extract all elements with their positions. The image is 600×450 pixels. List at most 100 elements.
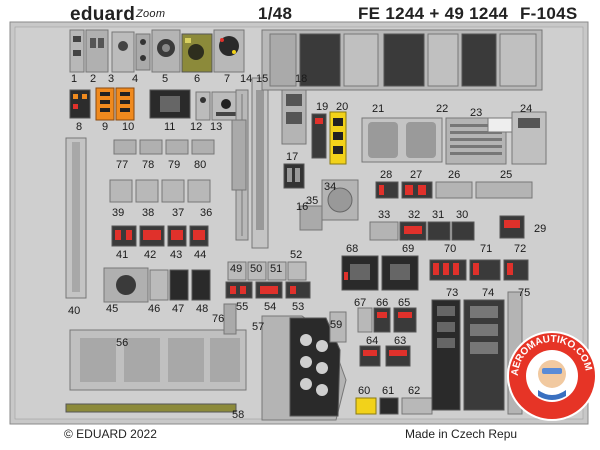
label-23: 23 bbox=[470, 107, 482, 119]
label-18: 18 bbox=[295, 73, 307, 85]
label-32: 32 bbox=[408, 209, 420, 221]
label-55: 55 bbox=[236, 301, 248, 313]
label-29: 29 bbox=[534, 223, 546, 235]
part-68 bbox=[341, 255, 379, 291]
label-35: 35 bbox=[306, 195, 318, 207]
part-41 bbox=[111, 225, 137, 247]
part-25 bbox=[475, 181, 533, 199]
part-33 bbox=[369, 221, 399, 241]
label-43: 43 bbox=[170, 249, 182, 261]
part-69 bbox=[381, 255, 419, 291]
part-26 bbox=[435, 181, 473, 199]
part-73 bbox=[431, 299, 461, 411]
label-76: 76 bbox=[212, 313, 224, 325]
label-42: 42 bbox=[144, 249, 156, 261]
part-27 bbox=[401, 181, 433, 199]
part-64 bbox=[359, 345, 381, 367]
label-25: 25 bbox=[500, 169, 512, 181]
part-5 bbox=[151, 29, 181, 73]
label-63: 63 bbox=[394, 335, 406, 347]
part-37 bbox=[161, 179, 185, 203]
part-9 bbox=[95, 87, 115, 121]
label-34: 34 bbox=[324, 181, 336, 193]
part-21 bbox=[361, 117, 443, 163]
part-52 bbox=[287, 261, 307, 281]
label-75: 75 bbox=[518, 287, 530, 299]
part-46 bbox=[149, 269, 169, 301]
label-47: 47 bbox=[172, 303, 184, 315]
label-80: 80 bbox=[194, 159, 206, 171]
scale-label: 1/48 bbox=[258, 4, 293, 23]
part-34 bbox=[321, 179, 359, 221]
part-62 bbox=[401, 397, 433, 415]
label-52: 52 bbox=[290, 249, 302, 261]
label-6: 6 bbox=[194, 73, 200, 85]
label-79: 79 bbox=[168, 159, 180, 171]
label-19: 19 bbox=[316, 101, 328, 113]
part-59 bbox=[329, 311, 347, 343]
part-65 bbox=[393, 307, 417, 333]
part-38 bbox=[135, 179, 159, 203]
label-64: 64 bbox=[366, 335, 378, 347]
part-49 bbox=[227, 261, 247, 281]
label-4: 4 bbox=[132, 73, 138, 85]
label-39: 39 bbox=[112, 207, 124, 219]
part-number-labels: 1 2 3 4 5 6 7 8 9 10 11 12 13 14 15 16 1… bbox=[68, 73, 546, 421]
label-46: 46 bbox=[148, 303, 160, 315]
part-15 bbox=[251, 77, 269, 249]
label-7: 7 bbox=[224, 73, 230, 85]
part-29 bbox=[499, 215, 525, 239]
part-58 bbox=[65, 403, 237, 413]
label-40: 40 bbox=[68, 305, 80, 317]
label-12: 12 bbox=[190, 121, 202, 133]
part-56 bbox=[69, 329, 247, 391]
label-78: 78 bbox=[142, 159, 154, 171]
part-24 bbox=[511, 111, 547, 165]
part-77 bbox=[113, 139, 137, 155]
part-55 bbox=[225, 281, 253, 299]
part-66 bbox=[373, 307, 391, 333]
part-1 bbox=[69, 29, 85, 73]
label-61: 61 bbox=[382, 385, 394, 397]
label-65: 65 bbox=[398, 297, 410, 309]
label-58: 58 bbox=[232, 409, 244, 421]
label-16: 16 bbox=[296, 201, 308, 213]
label-36: 36 bbox=[200, 207, 212, 219]
label-3: 3 bbox=[108, 73, 114, 85]
console-top-right bbox=[261, 29, 543, 91]
label-10: 10 bbox=[122, 121, 134, 133]
label-48: 48 bbox=[196, 303, 208, 315]
label-22: 22 bbox=[436, 103, 448, 115]
label-38: 38 bbox=[142, 207, 154, 219]
part-17 bbox=[283, 163, 305, 189]
label-69: 69 bbox=[402, 243, 414, 255]
label-8: 8 bbox=[76, 121, 82, 133]
label-67: 67 bbox=[354, 297, 366, 309]
part-8 bbox=[69, 89, 91, 119]
part-78 bbox=[139, 139, 163, 155]
origin-text: Made in Czech Repu bbox=[405, 427, 518, 441]
part-16 bbox=[231, 119, 247, 191]
label-50: 50 bbox=[250, 263, 262, 275]
label-17: 17 bbox=[286, 151, 298, 163]
label-70: 70 bbox=[444, 243, 456, 255]
part-13 bbox=[211, 91, 241, 121]
label-51: 51 bbox=[270, 263, 282, 275]
label-24: 24 bbox=[520, 103, 532, 115]
brand-zoom-logo: Zoom bbox=[136, 8, 166, 20]
label-45: 45 bbox=[106, 303, 118, 315]
copyright-text: © EDUARD 2022 bbox=[64, 427, 157, 441]
model-name: F-104S bbox=[520, 4, 578, 23]
part-20 bbox=[329, 111, 347, 165]
part-42 bbox=[139, 225, 165, 247]
label-73: 73 bbox=[446, 287, 458, 299]
part-4 bbox=[135, 33, 151, 71]
part-43 bbox=[167, 225, 187, 247]
label-5: 5 bbox=[162, 73, 168, 85]
part-12 bbox=[195, 91, 211, 121]
part-53 bbox=[285, 281, 311, 299]
part-39 bbox=[109, 179, 133, 203]
part-10 bbox=[115, 87, 135, 121]
label-49: 49 bbox=[230, 263, 242, 275]
